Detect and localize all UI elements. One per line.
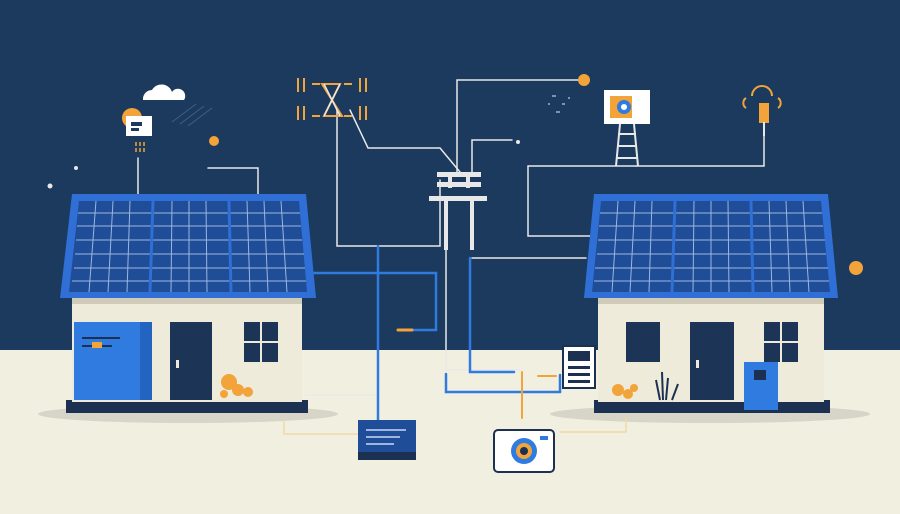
- cloud-icon: [142, 84, 186, 100]
- left-house: [60, 194, 316, 413]
- weather-station-icon: [126, 116, 152, 152]
- energy-meter-icon: [493, 429, 555, 473]
- plant-icon: [220, 374, 253, 398]
- inverter-box-icon: [358, 420, 416, 460]
- house-window: [764, 322, 798, 362]
- right-house: [584, 194, 838, 413]
- battery-storage-icon: [744, 362, 778, 410]
- monitor-display-icon: [604, 90, 650, 167]
- house-window: [244, 322, 278, 362]
- solar-roof-panels: [60, 194, 316, 298]
- floating-dots: [47, 74, 863, 275]
- antenna-icon: [742, 85, 782, 136]
- plant-icon: [612, 371, 679, 401]
- transmission-tower-icon: [297, 78, 367, 120]
- wiring: [137, 79, 765, 435]
- smart-meter-icon: [562, 345, 596, 389]
- battery-storage-icon: [74, 322, 152, 400]
- power-pole-icon: [429, 172, 487, 250]
- solar-roof-panels: [584, 194, 838, 298]
- house-window: [626, 322, 660, 362]
- house-plinth: [66, 400, 308, 413]
